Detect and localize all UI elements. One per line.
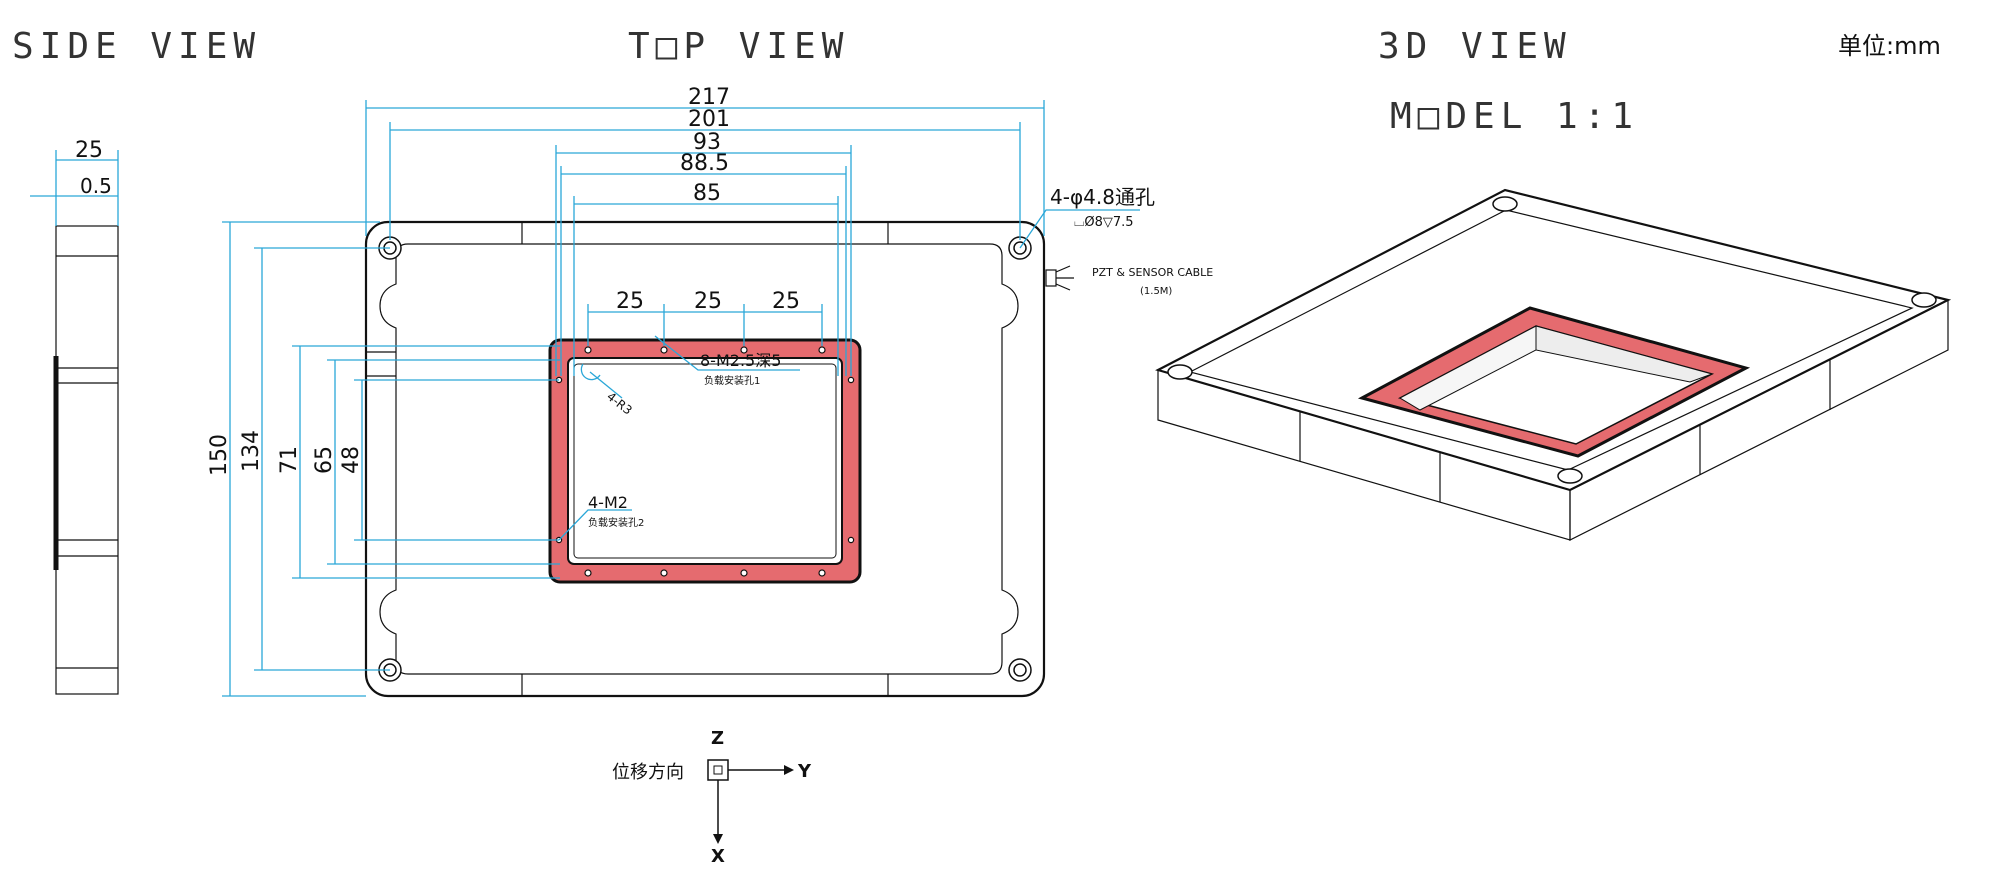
z-axis-box xyxy=(707,759,729,781)
m2-sub-note: 负载安装孔2 xyxy=(588,516,644,529)
dim-134: 134 xyxy=(239,430,264,472)
dim-71: 71 xyxy=(277,446,302,474)
3d-top-face xyxy=(1155,188,1952,492)
unit-label: 单位:mm xyxy=(1838,32,1941,60)
3d-hole-left xyxy=(1167,364,1193,380)
counterbore-note: ⌴Ø8▽7.5 xyxy=(1074,215,1134,230)
y-axis-label: Y xyxy=(797,761,812,782)
side-view: 25 0.5 xyxy=(30,138,119,695)
vertical-dimensions: 150 134 71 65 48 xyxy=(207,221,560,697)
top-view: 217 201 93 88.5 85 25 25 25 xyxy=(207,85,1213,698)
model-scale-title: M□DEL 1:1 xyxy=(1390,96,1639,137)
dim-217: 217 xyxy=(688,85,730,110)
annotations: 4-φ4.8通孔 ⌴Ø8▽7.5 PZT & SENSOR CABLE (1.5… xyxy=(558,185,1213,541)
3d-recess xyxy=(1188,209,1914,471)
dim-88-5: 88.5 xyxy=(680,151,729,176)
dim-pitch-3: 25 xyxy=(772,289,800,314)
z-axis-label: Z xyxy=(711,728,724,749)
through-hole-note: 4-φ4.8通孔 xyxy=(1050,185,1155,209)
3d-view-title: 3D VIEW xyxy=(1378,26,1572,67)
m2-note: 4-M2 xyxy=(588,493,628,512)
dim-201: 201 xyxy=(688,107,730,132)
cable-note: PZT & SENSOR CABLE xyxy=(1092,266,1213,279)
dim-93: 93 xyxy=(693,130,721,155)
x-axis-label: X xyxy=(711,846,725,867)
3d-view xyxy=(1155,188,1952,541)
dim-side-width: 25 xyxy=(75,138,103,163)
plate-outline xyxy=(364,220,1046,698)
3d-hole-back xyxy=(1492,196,1518,212)
load-frame-opening xyxy=(567,357,843,565)
top-view-title: T□P VIEW xyxy=(628,26,849,67)
plate-recess xyxy=(379,243,1019,675)
3d-hole-right xyxy=(1911,292,1937,308)
3d-hole-front xyxy=(1557,468,1583,484)
axis-indicator: 位移方向 Z Y X xyxy=(612,728,812,867)
dim-65: 65 xyxy=(312,446,337,474)
cable-length-note: (1.5M) xyxy=(1140,286,1172,297)
cable-connector xyxy=(1045,269,1057,287)
dim-85: 85 xyxy=(693,181,721,206)
side-view-title: SIDE VIEW xyxy=(12,26,261,67)
m25-note: 8-M2.5深5 xyxy=(700,351,781,370)
m25-holes xyxy=(584,346,826,577)
dim-48: 48 xyxy=(339,446,364,474)
m25-sub-note: 负载安装孔1 xyxy=(704,374,760,387)
m2-holes xyxy=(555,376,855,544)
dim-pitch-1: 25 xyxy=(616,289,644,314)
dim-150: 150 xyxy=(207,434,232,476)
dim-side-offset: 0.5 xyxy=(80,174,112,198)
side-view-body xyxy=(55,225,119,695)
dim-pitch-2: 25 xyxy=(694,289,722,314)
horizontal-dimensions: 217 201 93 88.5 85 25 25 25 xyxy=(365,85,1045,376)
axis-direction-label: 位移方向 xyxy=(612,762,684,783)
